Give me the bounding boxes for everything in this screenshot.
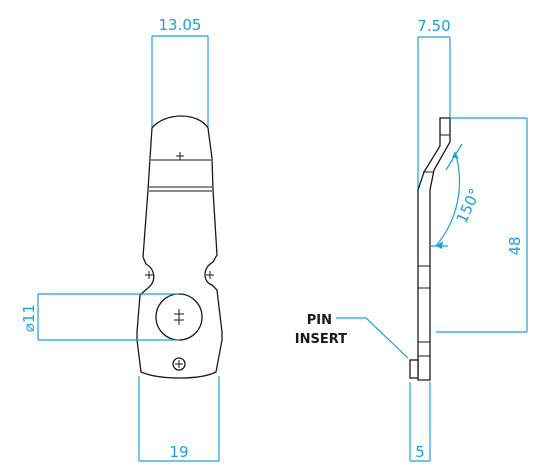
dim-side-thickness: 7.50 <box>417 17 451 190</box>
center-mark-left <box>145 271 153 279</box>
dim-side-thickness-label: 7.50 <box>417 17 450 35</box>
pin-insert <box>409 359 419 379</box>
callout-line-2: INSERT <box>295 332 347 347</box>
side-view: 7.50 150° 48 <box>295 17 528 462</box>
dim-bottom-width: 19 <box>138 376 220 462</box>
dim-side-height-label: 48 <box>506 236 524 255</box>
center-mark-right <box>206 271 214 279</box>
dim-hole-diameter: ⌀11 <box>20 293 179 341</box>
main-hole-center-mark <box>174 309 184 325</box>
dim-pin-width-label: 5 <box>415 443 425 461</box>
dim-bend-angle-label: 150° <box>453 186 485 226</box>
dim-side-height: 48 <box>436 117 528 333</box>
center-mark-top <box>176 152 184 160</box>
side-profile <box>417 117 451 381</box>
callout-line-1: PIN <box>307 313 332 328</box>
front-view: 13.05 <box>20 16 223 462</box>
dim-bottom-width-label: 19 <box>169 443 188 461</box>
dim-hole-diameter-label: ⌀11 <box>20 304 38 332</box>
pin-hole-center-mark <box>175 360 183 368</box>
dim-top-width-label: 13.05 <box>159 16 202 34</box>
dim-top-width: 13.05 <box>151 16 209 128</box>
pin-insert-callout: PIN INSERT <box>295 313 409 359</box>
dim-pin-width: 5 <box>409 382 431 462</box>
